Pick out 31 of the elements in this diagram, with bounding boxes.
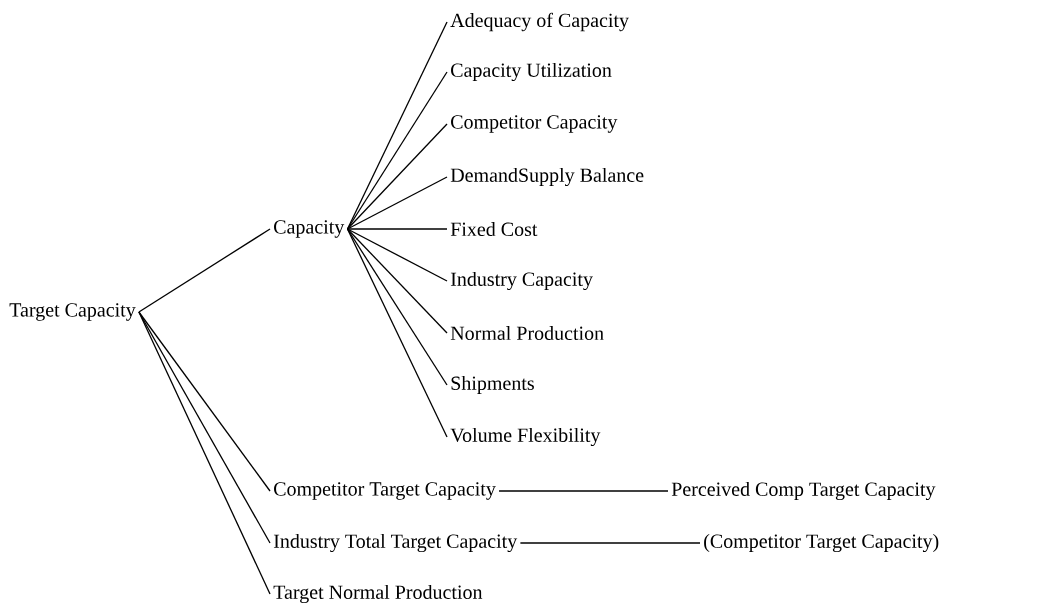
node-label: Target Capacity bbox=[9, 303, 136, 321]
connector-line bbox=[346, 228, 448, 230]
connector-line bbox=[498, 490, 669, 492]
node-label: DemandSupply Balance bbox=[450, 167, 644, 187]
node-label: Industry Capacity bbox=[450, 271, 593, 291]
connector-line bbox=[346, 123, 448, 230]
connector-line bbox=[346, 228, 448, 282]
connector-line bbox=[138, 311, 271, 492]
connector-line bbox=[346, 228, 448, 438]
node-label: Target Normal Production bbox=[273, 584, 483, 604]
connector-line bbox=[346, 228, 448, 334]
node-label: Normal Production bbox=[450, 325, 604, 341]
node-label: (Competitor Target Capacity) bbox=[704, 533, 939, 553]
connector-line bbox=[138, 228, 271, 313]
node-label: Capacity bbox=[274, 220, 345, 238]
node-label: Industry Total Target Capacity bbox=[273, 533, 518, 553]
node-label: Perceived Comp Target Capacity bbox=[671, 481, 936, 501]
connector-line bbox=[346, 21, 448, 230]
connector-line bbox=[138, 311, 271, 595]
node-label: Capacity Utilization bbox=[451, 62, 612, 82]
node-label: Adequacy of Capacity bbox=[450, 12, 629, 32]
connector-line bbox=[346, 71, 448, 230]
node-label: Competitor Capacity bbox=[451, 115, 618, 133]
connector-line bbox=[346, 228, 448, 386]
node-label: Volume Flexibility bbox=[450, 427, 601, 447]
node-label: Fixed Cost bbox=[450, 221, 538, 236]
node-label: Competitor Target Capacity bbox=[274, 482, 496, 500]
connector-line bbox=[138, 311, 271, 544]
node-label: Shipments bbox=[451, 375, 534, 395]
connector-line bbox=[346, 176, 448, 230]
connector-line bbox=[519, 542, 701, 544]
